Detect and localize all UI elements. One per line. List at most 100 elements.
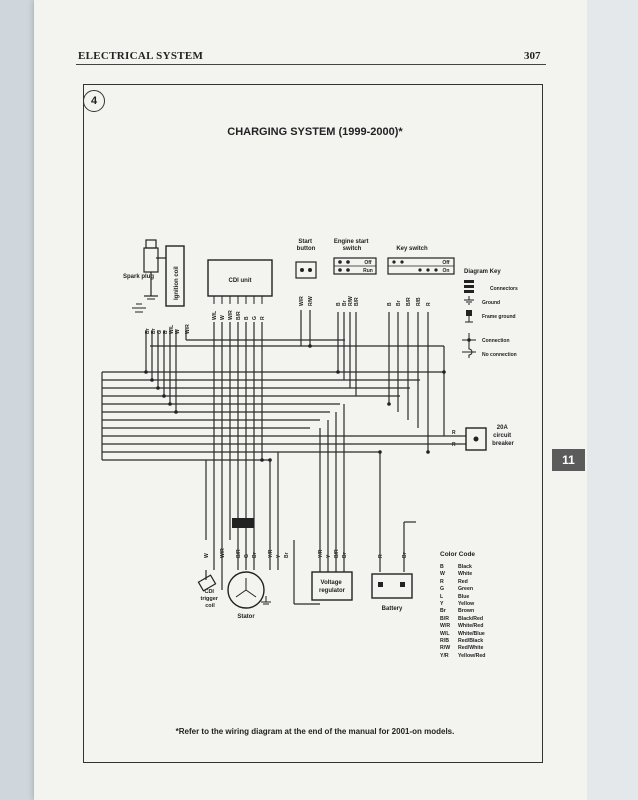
svg-text:G: G [252, 316, 258, 320]
wire-bundle [101, 310, 466, 605]
connection-dots [144, 344, 446, 462]
color-code-name: White/Blue [458, 630, 485, 637]
header-rule [76, 64, 546, 65]
color-code-abbrev: R/B [440, 638, 449, 645]
engine-start-pin-labels: B Br R/W B/R [336, 296, 360, 306]
connectors-icon [464, 280, 474, 293]
svg-text:Br: Br [396, 300, 402, 306]
svg-text:B/R: B/R [334, 549, 340, 558]
spark-plug-label: Spark plug [123, 274, 154, 280]
figure-number-badge: 4 [83, 90, 105, 112]
engine-switch-run: Run [363, 268, 373, 274]
svg-text:Y: Y [326, 554, 332, 558]
color-code-abbrev: B [440, 564, 444, 570]
svg-text:W/L: W/L [212, 311, 218, 320]
color-code-name: Red/Black [458, 638, 484, 645]
cdi-trigger-coil-label: CDI trigger coil [201, 589, 220, 609]
stator-windings [235, 578, 257, 598]
breaker-pin-label: R [452, 430, 456, 436]
page-margin-strip [587, 0, 638, 800]
svg-text:W/R: W/R [299, 296, 305, 306]
svg-text:B: B [336, 302, 342, 306]
key-connectors: Connectors [490, 286, 518, 292]
svg-text:W: W [204, 553, 210, 558]
svg-text:W/L: W/L [169, 325, 175, 334]
stator-pin-labels: W W/R B/R G Br Y/R Y Br [204, 548, 290, 558]
svg-text:Y/R: Y/R [268, 549, 274, 558]
svg-text:R/W: R/W [348, 296, 354, 306]
color-code-row: W White [440, 571, 485, 578]
svg-text:B/R: B/R [236, 311, 242, 320]
color-code-name: Black [458, 564, 472, 570]
svg-text:W/R: W/R [185, 324, 191, 334]
color-code-row: R/B Red/Black [440, 638, 485, 645]
key-frame-ground: Frame ground [482, 314, 516, 320]
key-switch-on: On [443, 268, 450, 274]
svg-text:W: W [220, 315, 226, 320]
color-code-abbrev: Y [440, 601, 444, 608]
color-code-abbrev: B/R [440, 615, 449, 622]
engine-start-switch-label: Engine start switch [334, 239, 370, 252]
svg-text:B: B [244, 316, 250, 320]
color-code-name: Red [458, 578, 468, 585]
spark-plug-symbol [143, 239, 159, 300]
section-header: ELECTRICAL SYSTEM [78, 50, 204, 62]
svg-text:Br: Br [145, 328, 151, 334]
color-code-name: White/Red [458, 623, 484, 630]
voltage-regulator-label: Voltage regulator [319, 580, 346, 594]
color-code-title: Color Code [440, 551, 476, 558]
start-button-label: Start button [297, 239, 316, 252]
stator-symbol [227, 571, 265, 609]
key-connection: Connection [482, 338, 510, 344]
color-code-name: Blue [458, 593, 470, 600]
start-button-pin-labels: W/R R/W [299, 296, 314, 306]
color-code-abbrev: G [440, 586, 445, 593]
svg-text:W/R: W/R [220, 548, 226, 558]
battery-label: Battery [382, 606, 403, 612]
svg-text:R: R [378, 554, 384, 558]
figure-frame [83, 84, 543, 763]
color-code-abbrev: W [440, 571, 445, 578]
color-code-name: White [458, 571, 473, 578]
color-code-name: Brown [458, 608, 475, 615]
engine-switch-off: Off [364, 260, 372, 266]
circuit-breaker-box [465, 427, 487, 451]
svg-text:R: R [426, 302, 432, 306]
svg-text:Br: Br [342, 300, 348, 306]
svg-text:W: W [175, 329, 181, 334]
chapter-tab[interactable]: 11 [552, 449, 585, 471]
circuit-breaker-label: 20A circuit breaker [492, 425, 514, 447]
svg-text:B/R: B/R [236, 549, 242, 558]
diagram-key-title: Diagram Key [464, 269, 501, 275]
color-code-row: Y/R Yellow/Red [440, 653, 485, 660]
cdi-unit-label: CDI unit [229, 278, 252, 284]
start-button-switch [295, 261, 317, 279]
battery-pin-labels: R Br [378, 552, 408, 558]
svg-text:Br: Br [151, 328, 157, 334]
svg-text:R/B: R/B [416, 297, 422, 306]
key-switch-pin-labels: B Br B/R R/B R [387, 297, 432, 306]
ignition-coil-box [132, 245, 185, 313]
svg-text:Br: Br [342, 552, 348, 558]
key-switch-label: Key switch [396, 246, 428, 252]
svg-text:W/R: W/R [228, 310, 234, 320]
stator-ground-icon [261, 596, 271, 605]
ground-icon [464, 296, 474, 305]
color-code-name: Yellow/Red [458, 652, 486, 659]
junction-connector [232, 518, 254, 528]
diagram-title: CHARGING SYSTEM (1999-2000)* [227, 126, 403, 138]
svg-text:G: G [157, 330, 163, 334]
color-code-row: B Black [440, 564, 485, 571]
svg-text:G: G [244, 554, 250, 558]
color-code-abbrev: R/W [440, 645, 451, 652]
footnote: *Refer to the wiring diagram at the end … [175, 727, 455, 736]
color-code-abbrev: Y/R [440, 652, 449, 659]
